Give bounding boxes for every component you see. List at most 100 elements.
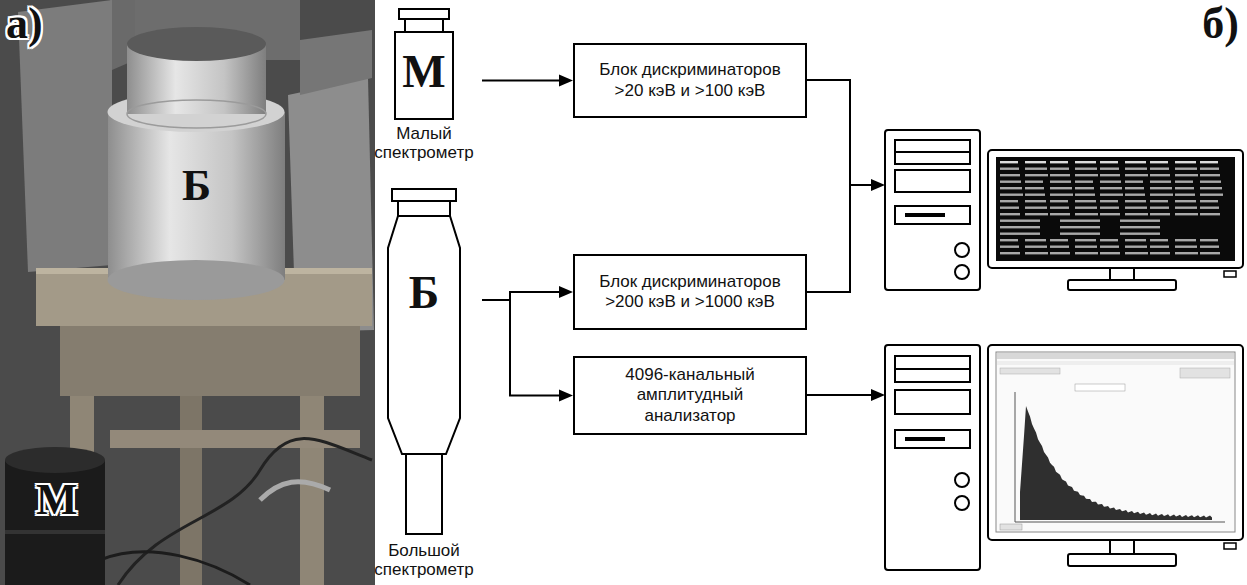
screen-text-line	[1120, 220, 1160, 222]
screen-text-line	[1175, 161, 1196, 163]
connector-arrow	[482, 75, 573, 87]
process-box: Блок дискриминаторов >200 кэВ и >1000 кэ…	[573, 254, 807, 330]
screen-text-line	[1000, 239, 1018, 241]
screen-text-line	[1175, 181, 1193, 183]
screen-text-line	[1175, 246, 1197, 248]
screen-text-line	[1100, 187, 1122, 189]
screen-text-line	[1060, 220, 1100, 222]
screen-text-line	[1150, 200, 1168, 202]
process-box: Блок дискриминаторов >20 кэВ и >100 кэВ	[573, 43, 807, 118]
detector-letter: Б	[366, 264, 482, 322]
screen-text-line	[1075, 161, 1096, 163]
screen-text-line	[1175, 200, 1196, 202]
arrowhead	[559, 286, 573, 298]
part-letter: Б	[182, 164, 211, 208]
screen-text-line	[1100, 194, 1123, 196]
screen-text-line	[1175, 168, 1197, 170]
screen-text-line	[1125, 174, 1148, 176]
screen-text-line	[1175, 207, 1197, 209]
screen-text-line	[1125, 187, 1144, 189]
screen-text-line	[1200, 174, 1220, 176]
wire	[807, 80, 872, 395]
screen-text-line	[1000, 181, 1021, 183]
screen-text-line	[1075, 207, 1097, 209]
screen-text-line	[1000, 161, 1018, 163]
connector-arrow	[482, 286, 573, 300]
screen-text-line	[1200, 181, 1221, 183]
photo	[0, 0, 375, 585]
detector-part	[398, 201, 450, 216]
screen-text-line	[1000, 252, 1020, 254]
screen-text-line	[1025, 194, 1045, 196]
screen-text-line	[1050, 181, 1071, 183]
screen-text-line	[1200, 187, 1222, 189]
screen-text-line	[1150, 252, 1170, 254]
detector-part	[388, 216, 460, 454]
screen-text-line	[1125, 168, 1147, 170]
box-text: Блок дискриминаторов >20 кэВ и >100 кэВ	[592, 60, 788, 100]
floppy-slot	[905, 437, 945, 441]
box-content: 4096-канальный амплитудный анализатор	[592, 365, 788, 425]
screen-text-line	[1200, 239, 1218, 241]
computer-tower	[885, 345, 980, 570]
screen-text-line	[1075, 252, 1098, 254]
screen-text-line	[1025, 200, 1046, 202]
screen-text-line	[1050, 174, 1070, 176]
arrowhead	[559, 390, 573, 402]
screen-text-line	[1000, 168, 1019, 170]
screen-text-line	[1100, 174, 1120, 176]
process-box: 4096-канальный амплитудный анализатор	[573, 356, 807, 435]
screen-text-line	[1025, 213, 1048, 215]
screen-text-line	[1075, 168, 1097, 170]
screen-text-line	[1050, 239, 1068, 241]
screen-text-line	[1125, 246, 1147, 248]
screen-text-line	[1175, 194, 1195, 196]
panel-letter: б)	[1202, 2, 1239, 46]
screen-text-line	[1150, 246, 1169, 248]
panel-letter: а)	[6, 2, 43, 46]
screen-text-line	[1200, 207, 1219, 209]
screen-text-line	[1050, 213, 1070, 215]
screen-text-line	[1025, 207, 1047, 209]
screen-text-line	[1050, 246, 1069, 248]
screen-text-line	[1100, 252, 1120, 254]
screen-text-line	[1100, 200, 1118, 202]
screen-text-line	[1025, 246, 1047, 248]
arrowhead	[559, 75, 573, 87]
screen-text-line	[1075, 181, 1093, 183]
part-letter: М	[36, 478, 78, 522]
screen-text-line	[1025, 252, 1048, 254]
screen-text-line	[1125, 194, 1145, 196]
screen-text-line	[1150, 168, 1169, 170]
screen-text-line	[1050, 200, 1068, 202]
connector-line	[482, 292, 561, 300]
screen-text-line	[1125, 181, 1143, 183]
box-text: 4096-канальный амплитудный анализатор	[592, 365, 788, 425]
detector-name: Малый спектрометр	[366, 125, 482, 162]
screen-text-line	[1125, 207, 1147, 209]
screen-text-line	[1100, 246, 1119, 248]
screen-text-line	[1025, 187, 1044, 189]
detector-part	[406, 454, 442, 534]
screen-text-line	[1200, 168, 1219, 170]
screen-text-line	[1075, 194, 1095, 196]
screen-text-line	[1100, 239, 1118, 241]
screen-text-line	[1150, 181, 1171, 183]
connector-line	[482, 80, 561, 82]
screen-text-line	[1000, 207, 1019, 209]
screen-text-line	[1075, 246, 1097, 248]
screen-text-line	[1125, 239, 1146, 241]
screen-text-line	[1200, 213, 1220, 215]
screen-text-line	[1025, 161, 1046, 163]
screen-text-line	[1000, 213, 1020, 215]
screen-text-line	[1100, 213, 1120, 215]
screen-text-line	[1000, 233, 1040, 235]
screen-text-line	[1000, 194, 1023, 196]
screen-text-line	[1050, 194, 1073, 196]
spectrometer-icon: ББольшой спектрометр	[366, 186, 482, 579]
screen-text-line	[1100, 181, 1121, 183]
screen-text-line	[1000, 220, 1040, 222]
spectrometer-outline	[366, 186, 482, 538]
detector-part	[399, 9, 449, 19]
screen-text-line	[1125, 252, 1148, 254]
